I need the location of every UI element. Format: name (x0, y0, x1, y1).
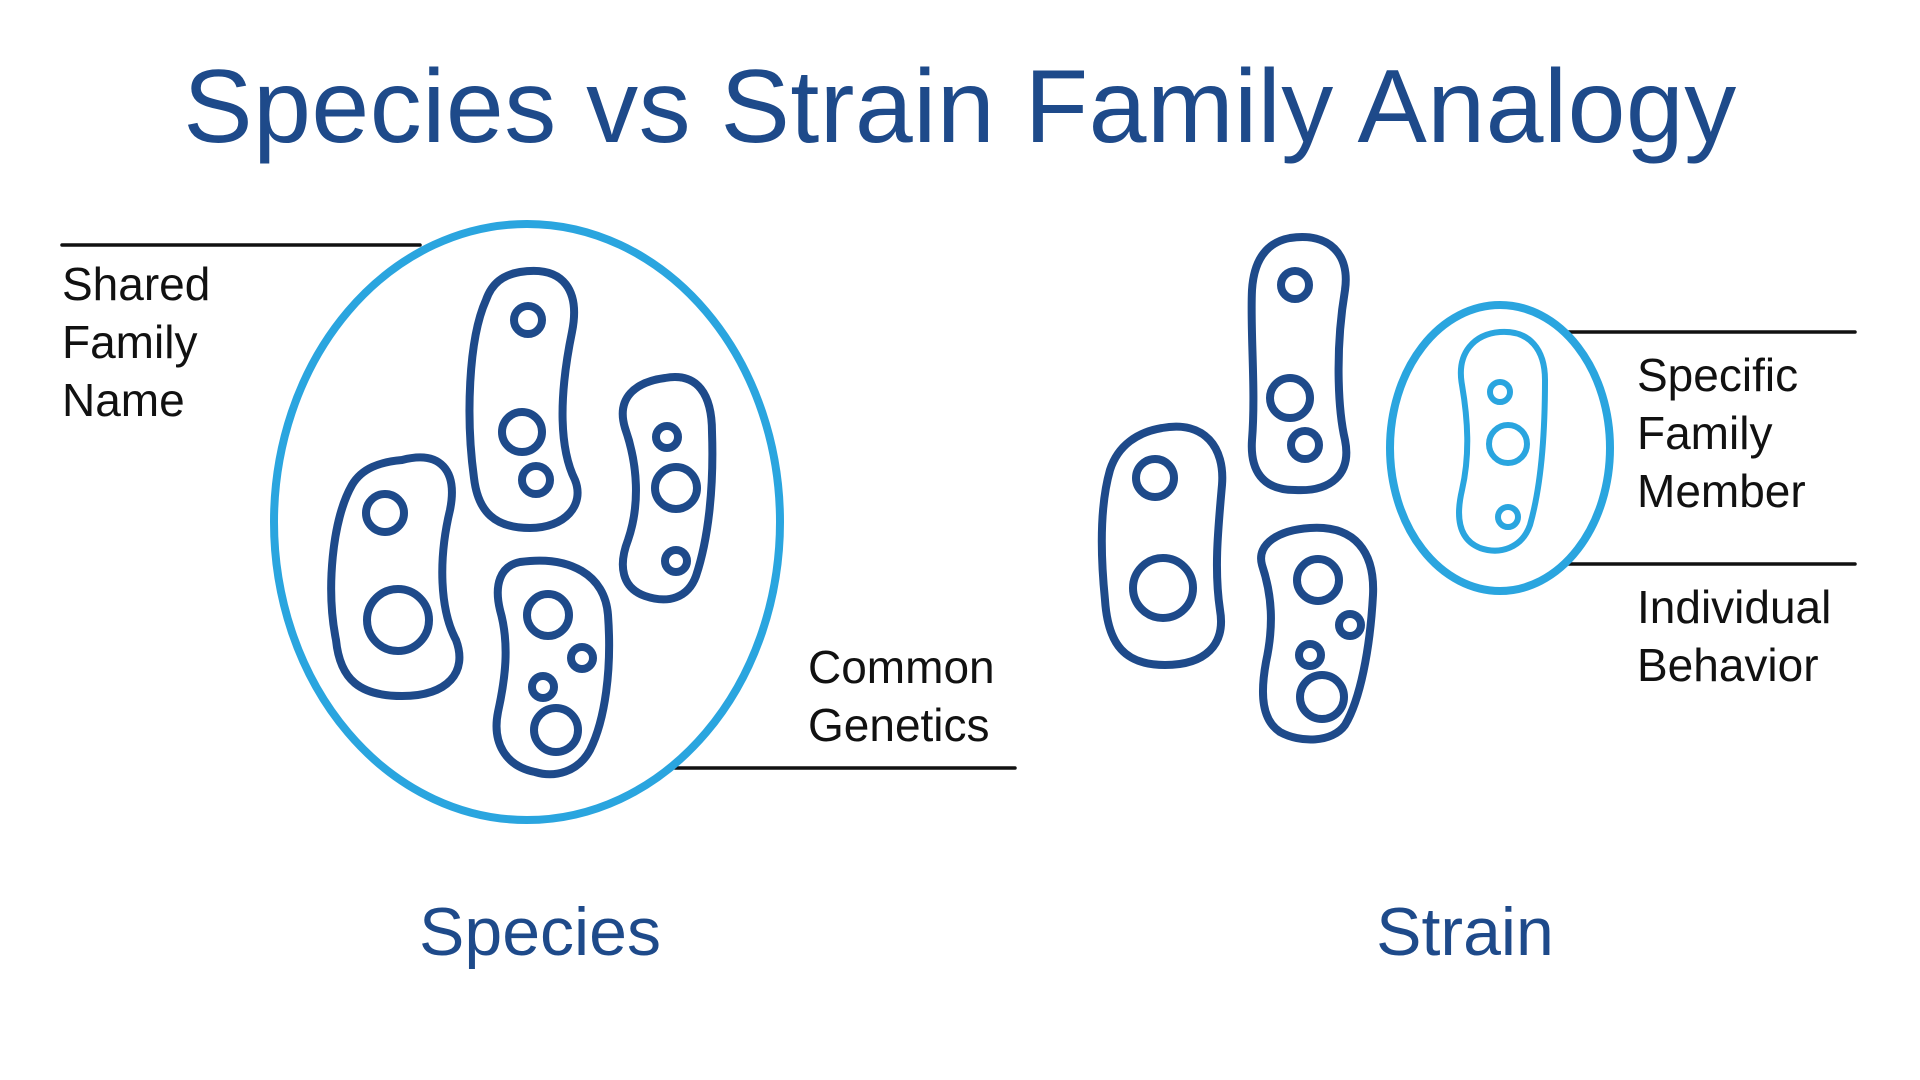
bacterium-species-top (465, 266, 582, 532)
bacterium-strain-left (1097, 422, 1227, 669)
species-group-ellipse (270, 220, 784, 824)
bacterium-species-left (327, 453, 464, 700)
bacterium-species-right (618, 373, 717, 604)
label-individual-behavior: Individual Behavior (1637, 581, 1832, 691)
bacterium-strain-highlighted (1456, 328, 1548, 554)
bacterium-strain-bottom (1257, 523, 1378, 744)
label-common-genetics: Common Genetics (808, 641, 995, 751)
label-specific-family-member: Specific Family Member (1637, 349, 1806, 517)
page-title: Species vs Strain Family Analogy (183, 49, 1737, 165)
strain-highlight-ellipse (1386, 301, 1614, 595)
bacterium-strain-top (1247, 233, 1351, 495)
caption-strain: Strain (1376, 894, 1554, 970)
bacterium-species-bottom (492, 556, 614, 779)
caption-species: Species (419, 894, 661, 970)
label-shared-family-name: Shared Family Name (62, 258, 211, 426)
